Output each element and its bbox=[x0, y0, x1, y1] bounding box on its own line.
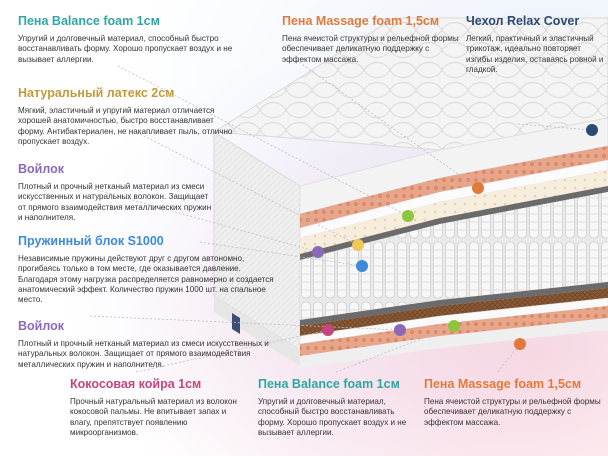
callout-desc: Независимые пружины действуют друг с дру… bbox=[18, 254, 274, 305]
callout-desc: Упругий и долговечный материал, способны… bbox=[258, 397, 407, 437]
latex-layer bbox=[300, 170, 608, 254]
leader-springs bbox=[199, 241, 363, 267]
callout-desc: Прочный натуральный материал из волокон … bbox=[70, 397, 237, 437]
felt-top-layer bbox=[300, 186, 608, 260]
callout-title: Войлок bbox=[18, 162, 65, 176]
leader-massage-top bbox=[295, 59, 479, 189]
callout-springs: Пружинный блок S1000 Независимые пружины… bbox=[18, 234, 280, 305]
leader-felt-top bbox=[89, 187, 319, 253]
leader-coir bbox=[135, 329, 329, 373]
callout-felt-top: Войлок Плотный и прочный нетканый матери… bbox=[18, 162, 213, 223]
marker-springs bbox=[356, 260, 368, 272]
marker-latex bbox=[352, 239, 364, 251]
callout-desc: Упругий и долговечный материал, способны… bbox=[18, 34, 233, 64]
massage-foam-top-layer bbox=[300, 146, 608, 228]
marker-massage-top bbox=[472, 182, 484, 194]
callout-title: Пена Massage foam 1,5см bbox=[282, 14, 440, 28]
marker-felt-bottom bbox=[394, 324, 406, 336]
mattress-top-surface bbox=[212, 17, 608, 151]
leader-cover bbox=[517, 123, 593, 131]
coir-layer bbox=[300, 288, 608, 336]
callout-title: Кокосовая койра 1см bbox=[70, 377, 202, 391]
callout-coir: Кокосовая койра 1см Прочный натуральный … bbox=[70, 377, 242, 438]
callout-title: Чехол Relax Cover bbox=[466, 14, 580, 28]
callout-desc: Плотный и прочный нетканый материал из с… bbox=[18, 339, 269, 369]
callout-title: Пена Balance foam 1см bbox=[258, 377, 400, 391]
marker-massage-bottom bbox=[514, 338, 526, 350]
leader-balance-top bbox=[117, 65, 409, 217]
spring-block-layer bbox=[300, 192, 608, 320]
leader-balance-bottom bbox=[335, 325, 455, 373]
callout-title: Пружинный блок S1000 bbox=[18, 234, 164, 248]
cover-bottom-layer bbox=[300, 318, 608, 368]
callout-massage-top: Пена Massage foam 1,5см Пена ячеистой ст… bbox=[282, 14, 467, 65]
mattress-bottom-edge bbox=[214, 296, 300, 366]
callout-cover: Чехол Relax Cover Легкий, практичный и э… bbox=[466, 14, 604, 75]
callout-desc: Мягкий, эластичный и упругий материал от… bbox=[18, 106, 233, 146]
callout-title: Натуральный латекс 2см bbox=[18, 86, 175, 100]
callout-title: Войлок bbox=[18, 319, 65, 333]
brand-label bbox=[232, 312, 240, 334]
marker-cover bbox=[586, 124, 598, 136]
callout-title: Пена Balance foam 1см bbox=[18, 14, 160, 28]
marker-coir bbox=[322, 324, 334, 336]
callout-felt-bottom: Войлок Плотный и прочный нетканый матери… bbox=[18, 319, 308, 370]
callout-balance-top: Пена Balance foam 1см Упругий и долговеч… bbox=[18, 14, 233, 65]
callout-desc: Пена ячеистой структуры и рельефной форм… bbox=[282, 34, 459, 64]
callout-balance-bottom: Пена Balance foam 1см Упругий и долговеч… bbox=[258, 377, 418, 438]
callout-desc: Легкий, практичный и эластичный трикотаж… bbox=[466, 34, 604, 74]
callout-massage-bottom: Пена Massage foam 1,5см Пена ячеистой ст… bbox=[424, 377, 604, 428]
callout-desc: Плотный и прочный нетканый материал из с… bbox=[18, 182, 212, 222]
callout-latex: Натуральный латекс 2см Мягкий, эластичны… bbox=[18, 86, 238, 147]
leader-latex bbox=[139, 133, 359, 246]
marker-felt-top bbox=[312, 246, 324, 258]
marker-balance-top bbox=[402, 210, 414, 222]
callout-title: Пена Massage foam 1,5см bbox=[424, 377, 582, 391]
callout-desc: Пена ячеистой структуры и рельефной форм… bbox=[424, 397, 601, 427]
marker-balance-bottom bbox=[448, 320, 460, 332]
